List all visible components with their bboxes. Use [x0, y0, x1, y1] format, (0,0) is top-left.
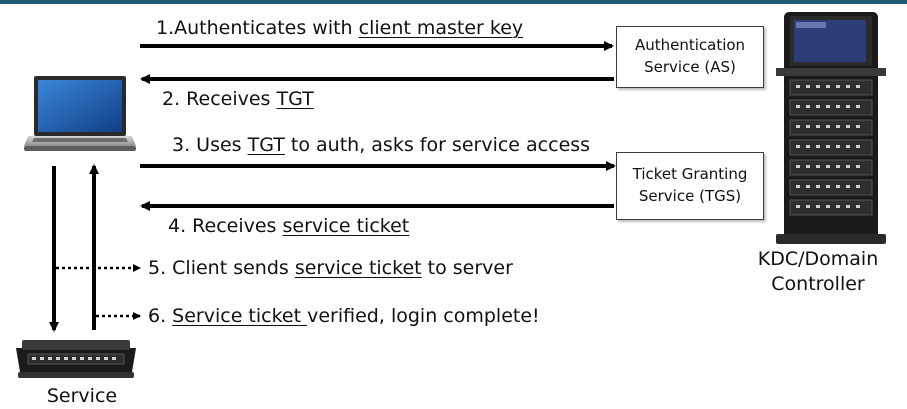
step-6-label: 6. Service ticket verified, login comple…	[148, 307, 540, 326]
step-4-text: 4. Receives	[168, 215, 283, 237]
step-2-link: TGT	[276, 88, 314, 110]
step-4-link: service ticket	[282, 215, 410, 237]
step-6-suffix: verified, login complete!	[307, 305, 540, 327]
step-5-suffix: to server	[421, 257, 513, 279]
step-5-link: service ticket	[294, 257, 422, 279]
service-caption: Service	[20, 384, 144, 409]
step-1-link: client master key	[358, 17, 524, 39]
step-6-text: 6.	[148, 305, 173, 327]
ticket-granting-service-box: Ticket Granting Service (TGS)	[616, 152, 764, 220]
kdc-caption-line-2: Controller	[771, 272, 865, 295]
step-1-text: 1.Authenticates with	[156, 17, 359, 39]
step-4-label: 4. Receives service ticket	[168, 217, 409, 236]
step-2-label: 2. Receives TGT	[162, 90, 314, 109]
as-box-line-2: Service (AS)	[644, 58, 736, 76]
top-rule	[0, 0, 907, 4]
step-1-label: 1.Authenticates with client master key	[156, 19, 523, 38]
step-3-link: TGT	[247, 134, 285, 156]
step-3-text: 3. Uses	[172, 134, 248, 156]
tgs-box-line-2: Service (TGS)	[638, 187, 742, 205]
kdc-caption: KDC/Domain Controller	[730, 247, 906, 296]
network-switch-icon	[16, 340, 136, 378]
step-2-text: 2. Receives	[162, 88, 277, 110]
server-tower-icon	[776, 12, 886, 244]
step-5-text: 5. Client sends	[148, 257, 295, 279]
step-3-label: 3. Uses TGT to auth, asks for service ac…	[172, 136, 590, 155]
laptop-icon	[24, 76, 136, 151]
kdc-caption-line-1: KDC/Domain	[757, 248, 879, 270]
authentication-service-box: Authentication Service (AS)	[616, 26, 764, 88]
tgs-box-line-1: Ticket Granting	[632, 165, 748, 184]
step-6-link: Service ticket	[172, 305, 308, 327]
as-box-line-1: Authentication	[634, 36, 746, 55]
step-3-suffix: to auth, asks for service access	[284, 134, 591, 156]
step-5-label: 5. Client sends service ticket to server	[148, 259, 513, 278]
service-caption-text: Service	[46, 385, 118, 407]
